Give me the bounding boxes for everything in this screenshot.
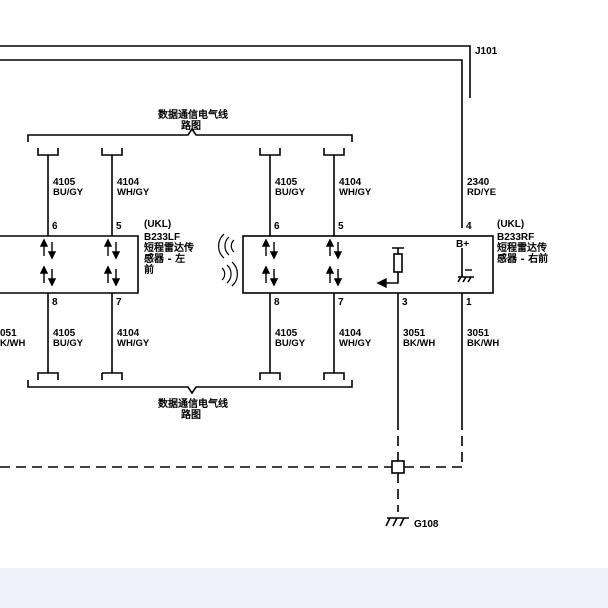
wire-label-circuit: 4105 — [53, 328, 76, 339]
wire-label-color: RD/YE — [467, 187, 496, 198]
wire-label-circuit: 4104 — [339, 177, 362, 188]
wire-label-circuit: 2340 — [467, 177, 490, 188]
data-arrow-icon — [261, 265, 279, 287]
right-module-name-1: 短程雷达传 — [497, 241, 547, 254]
pin-number: 7 — [338, 297, 344, 308]
top-harness-line-2 — [0, 59, 463, 228]
connector-left-7-bot — [101, 372, 123, 380]
pin-number: 6 — [274, 221, 280, 232]
data-arrow-icon — [103, 265, 121, 287]
wire-label-circuit: 3051 — [467, 328, 490, 339]
pin-number: 5 — [338, 221, 344, 232]
pin-number: 1 — [466, 297, 472, 308]
wire-label-circuit: 4104 — [339, 328, 362, 339]
footer-band — [0, 568, 608, 608]
wire-label-color: WH/GY — [339, 338, 372, 349]
data-arrow-icon — [39, 238, 57, 260]
connector-mid-8-bot — [259, 372, 281, 380]
wire-label-color: BU/GY — [53, 187, 84, 198]
connector-j101-label: J101 — [475, 46, 498, 57]
connector-mid-6-top — [259, 148, 281, 156]
data-arrow-icon — [39, 265, 57, 287]
connector-left-6-top — [37, 148, 59, 156]
upper-bus-label-1: 数据通信电气线 — [158, 108, 228, 121]
wire-label-circuit: 4105 — [53, 177, 76, 188]
pin-number: 8 — [274, 297, 280, 308]
wire-label-color: BK/WH — [403, 338, 435, 349]
internal-resistor — [393, 253, 403, 273]
wave-icon-lower — [221, 261, 238, 287]
connector-mid-5-top — [323, 148, 345, 156]
pin-number: 4 — [466, 221, 472, 232]
right-module-ref: B233RF — [497, 232, 534, 243]
lower-bus-bracket — [27, 380, 353, 395]
connector-mid-7-bot — [323, 372, 345, 380]
internal-arrow-icon — [376, 277, 387, 289]
upper-bus-bracket — [27, 127, 353, 142]
splice-box — [391, 460, 405, 474]
data-arrow-icon — [325, 265, 343, 287]
lower-bus-label-2: 路图 — [181, 408, 201, 421]
pin-number: 5 — [116, 221, 122, 232]
ground-g108-label: G108 — [414, 519, 439, 530]
wire-label-color: BK/WH — [467, 338, 499, 349]
pin-number: 3 — [402, 297, 408, 308]
pin-number: 6 — [52, 221, 58, 232]
left-module-name-3: 前 — [144, 263, 154, 276]
data-arrow-icon — [261, 238, 279, 260]
left-module-tag: (UKL) — [144, 219, 171, 230]
lower-bus-label-1: 数据通信电气线 — [158, 397, 228, 410]
wire-label-circuit: 4104 — [117, 328, 140, 339]
supply-label: B+ — [456, 239, 469, 250]
left-module-name-1: 短程雷达传 — [144, 241, 194, 254]
wire-label-color: WH/GY — [339, 187, 372, 198]
upper-bus-label-2: 路图 — [181, 119, 201, 132]
internal-ground-symbol — [457, 276, 474, 283]
wire-label-color: BU/GY — [53, 338, 84, 349]
right-module-name-2: 感器 - 右前 — [497, 252, 548, 265]
wire-label-circuit: 3051 — [403, 328, 426, 339]
internal-resistor-lead — [384, 247, 404, 284]
wire-label-color: BU/GY — [275, 338, 306, 349]
wave-icon-upper — [218, 233, 235, 259]
left-module-name-2: 感器 - 左 — [144, 252, 185, 265]
right-module-box — [242, 235, 494, 294]
right-module-tag: (UKL) — [497, 219, 524, 230]
wire-label-color: WH/GY — [117, 187, 150, 198]
wire-label-color: BU/GY — [275, 187, 306, 198]
connector-left-5-top — [101, 148, 123, 156]
connector-left-8-bot — [37, 372, 59, 380]
pin-number: 8 — [52, 297, 58, 308]
wire-label-circuit: 051 — [0, 328, 17, 339]
left-module-ref: B233LF — [144, 232, 180, 243]
wire-label-circuit: 4105 — [275, 328, 298, 339]
top-harness-line-1 — [0, 45, 471, 98]
wire-label-color: K/WH — [0, 338, 25, 349]
ground-g108-symbol — [385, 517, 409, 527]
data-arrow-icon — [325, 238, 343, 260]
pin-number: 7 — [116, 297, 122, 308]
wire-label-circuit: 4105 — [275, 177, 298, 188]
wire-label-color: WH/GY — [117, 338, 150, 349]
left-module-box — [0, 235, 139, 294]
wire-label-circuit: 4104 — [117, 177, 140, 188]
data-arrow-icon — [103, 238, 121, 260]
